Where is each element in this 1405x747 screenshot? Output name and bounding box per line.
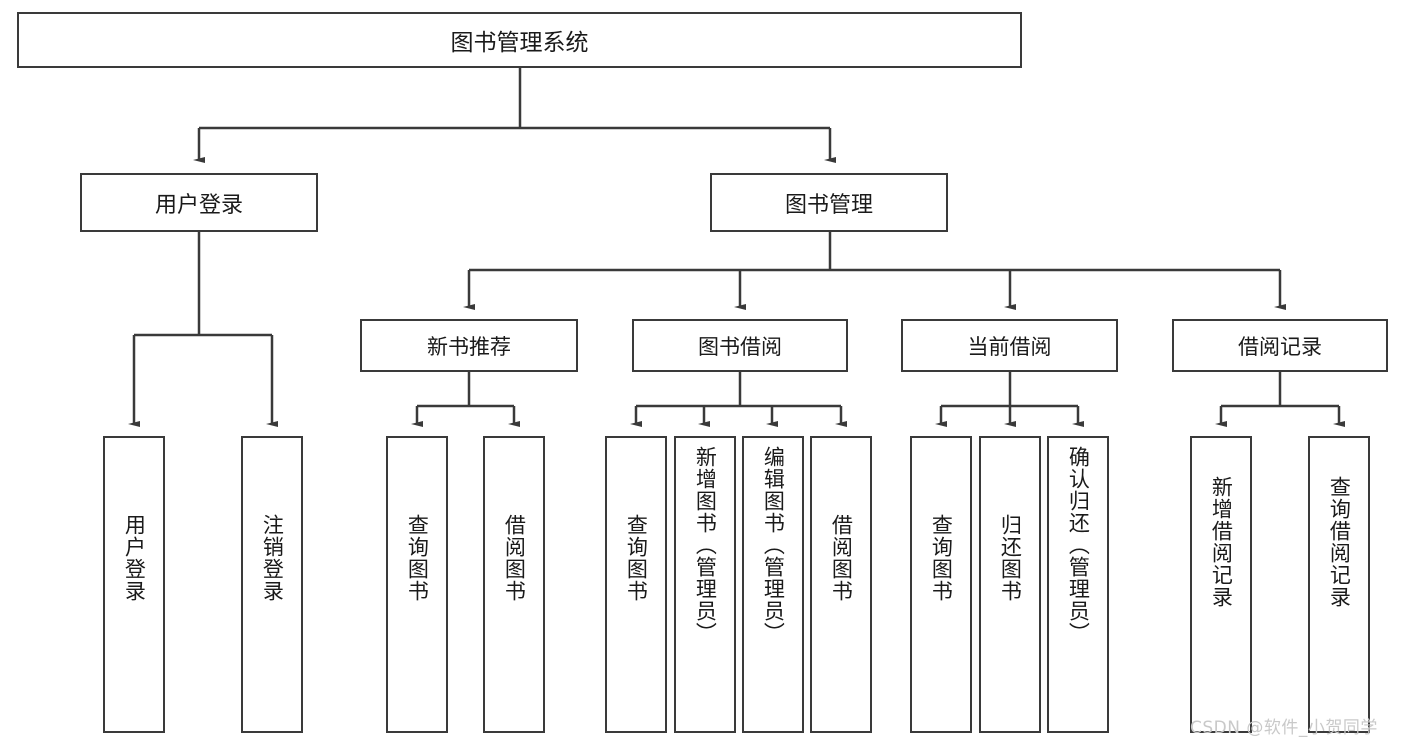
csdn-watermark: CSDN @软件_小贺同学: [1190, 718, 1378, 738]
node-label: 查询图书: [929, 514, 954, 602]
node-label: 查询图书: [624, 514, 649, 602]
leaf-query-book-borrow[interactable]: 查询图书: [605, 436, 667, 733]
node-borrow-record[interactable]: 借阅记录: [1172, 319, 1388, 372]
node-label: 编辑图书（管理员）: [761, 446, 786, 644]
leaf-query-borrow-record[interactable]: 查询借阅记录: [1308, 436, 1370, 733]
node-new-book-recommend[interactable]: 新书推荐: [360, 319, 578, 372]
node-label: 用户登录: [122, 514, 147, 602]
leaf-return-book[interactable]: 归还图书: [979, 436, 1041, 733]
node-label: 新增借阅记录: [1209, 476, 1234, 608]
leaf-add-borrow-record[interactable]: 新增借阅记录: [1190, 436, 1252, 733]
node-label: 借阅记录: [1238, 334, 1322, 359]
node-label: 借阅图书: [829, 514, 854, 602]
leaf-confirm-return-admin[interactable]: 确认归还（管理员）: [1047, 436, 1109, 733]
node-root[interactable]: 图书管理系统: [17, 12, 1022, 68]
node-label: 用户登录: [154, 192, 243, 218]
node-label: 新书推荐: [427, 334, 511, 359]
leaf-query-book-current[interactable]: 查询图书: [910, 436, 972, 733]
leaf-logout[interactable]: 注销登录: [241, 436, 303, 733]
node-book-management[interactable]: 图书管理: [710, 173, 948, 232]
node-label: 图书借阅: [698, 334, 782, 359]
node-label: 归还图书: [998, 514, 1023, 602]
node-label: 查询图书: [405, 514, 430, 602]
leaf-borrow-book[interactable]: 借阅图书: [810, 436, 872, 733]
node-book-borrow[interactable]: 图书借阅: [632, 319, 848, 372]
leaf-query-book-recommend[interactable]: 查询图书: [386, 436, 448, 733]
node-user-login[interactable]: 用户登录: [80, 173, 318, 232]
leaf-add-book-admin[interactable]: 新增图书（管理员）: [674, 436, 736, 733]
node-label: 确认归还（管理员）: [1066, 446, 1091, 644]
node-label: 图书管理系统: [450, 30, 589, 56]
leaf-edit-book-admin[interactable]: 编辑图书（管理员）: [742, 436, 804, 733]
node-label: 当前借阅: [967, 334, 1052, 359]
leaf-user-login[interactable]: 用户登录: [103, 436, 165, 733]
node-current-borrow[interactable]: 当前借阅: [901, 319, 1118, 372]
node-label: 注销登录: [260, 514, 285, 602]
node-label: 新增图书（管理员）: [693, 446, 718, 644]
node-label: 图书管理: [784, 192, 873, 218]
node-label: 查询借阅记录: [1327, 476, 1352, 608]
node-label: 借阅图书: [502, 514, 527, 602]
leaf-borrow-book-recommend[interactable]: 借阅图书: [483, 436, 545, 733]
